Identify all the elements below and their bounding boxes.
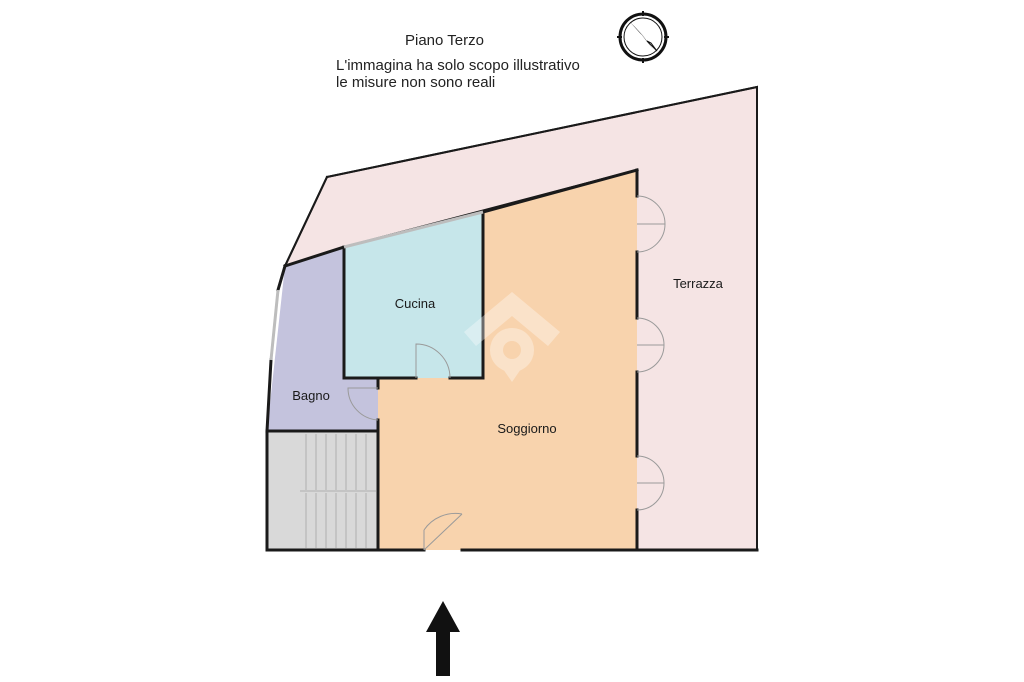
compass-icon <box>617 11 669 63</box>
disclaimer-line-1: L'immagina ha solo scopo illustrativo <box>336 57 580 74</box>
living-room-area <box>378 170 637 550</box>
room-label-living: Soggiorno <box>497 421 556 436</box>
floor-title: Piano Terzo <box>405 32 484 49</box>
bathroom-area <box>267 247 378 431</box>
room-label-terrace: Terrazza <box>673 276 724 291</box>
terrace-strip <box>637 150 757 550</box>
room-label-bathroom: Bagno <box>292 388 330 403</box>
doors <box>347 195 666 551</box>
stair-steps <box>300 434 376 548</box>
walls <box>265 85 759 552</box>
kitchen-area <box>344 212 483 378</box>
room-label-kitchen: Cucina <box>395 296 436 311</box>
windows <box>269 210 484 361</box>
entrance-arrow-icon <box>426 601 460 676</box>
watermark-logo-icon <box>464 292 560 382</box>
disclaimer-line-2: le misure non sono reali <box>336 74 495 91</box>
